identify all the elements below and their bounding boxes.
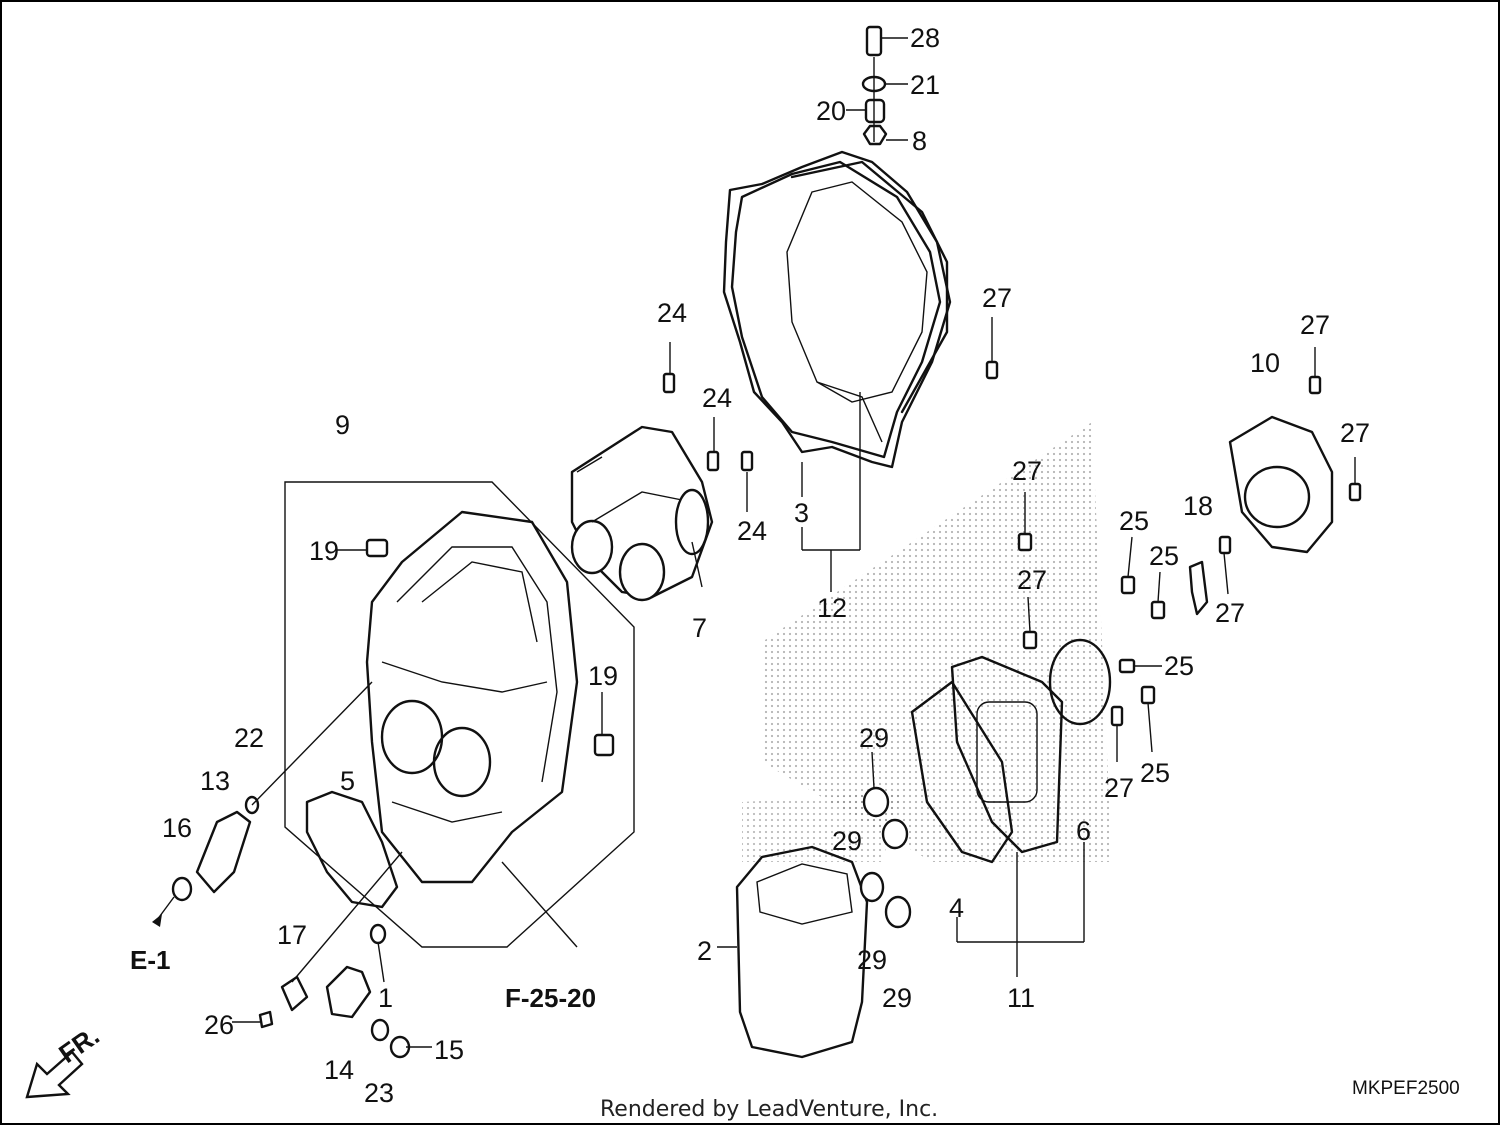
callout-25-a: 25	[1119, 506, 1149, 536]
arrow-e1	[152, 914, 162, 927]
callout-19-a: 19	[309, 536, 339, 566]
callout-4: 4	[949, 893, 964, 923]
air-cleaner-case	[337, 510, 615, 884]
callout-29-c: 29	[857, 945, 887, 975]
callout-24-a: 24	[657, 298, 687, 328]
callout-25-c: 25	[1164, 651, 1194, 681]
callout-17: 17	[277, 920, 307, 950]
top-bolt-stack	[846, 25, 908, 146]
plugs-29	[859, 751, 912, 929]
air-filter-element	[717, 845, 869, 1059]
callout-2: 2	[697, 936, 712, 966]
callout-15: 15	[434, 1035, 464, 1065]
callout-26: 26	[204, 1010, 234, 1040]
callout-29-a: 29	[859, 723, 889, 753]
callout-23: 23	[364, 1078, 394, 1108]
callout-1: 1	[378, 983, 393, 1013]
callout-20: 20	[816, 96, 846, 126]
credit-text: Rendered by LeadVenture, Inc.	[600, 1097, 938, 1122]
callout-7: 7	[692, 613, 707, 643]
callout-25-d: 25	[1140, 758, 1170, 788]
callout-27-b: 27	[1012, 456, 1042, 486]
air-cleaner-lid-assembly	[910, 638, 1112, 977]
leader-f2520	[501, 861, 578, 948]
callout-19-b: 19	[588, 661, 618, 691]
callout-27-d: 27	[1104, 773, 1134, 803]
bolts-25-27	[985, 317, 1232, 762]
callout-9: 9	[335, 410, 350, 440]
air-cleaner-cover	[722, 150, 952, 469]
callout-18: 18	[1183, 491, 1213, 521]
callout-29-d: 29	[882, 983, 912, 1013]
drain-tubes	[156, 681, 432, 1059]
group-12-leaders	[801, 392, 861, 592]
callout-27-e: 27	[1215, 598, 1245, 628]
callout-5: 5	[340, 766, 355, 796]
callout-8: 8	[912, 126, 927, 156]
callout-11: 11	[1007, 983, 1035, 1013]
callout-24-c: 24	[737, 516, 767, 546]
callout-10: 10	[1250, 348, 1280, 378]
callout-13: 13	[200, 766, 230, 796]
reference-f2520: F-25-20	[505, 983, 596, 1013]
callout-27-f: 27	[1300, 310, 1330, 340]
reference-e1: E-1	[130, 945, 170, 975]
front-arrow	[25, 1050, 84, 1099]
callout-12: 12	[817, 593, 847, 623]
callout-27-g: 27	[1340, 418, 1370, 448]
intake-tube-assembly	[570, 342, 754, 602]
stipple-area-lower	[742, 792, 902, 862]
drawing-code: MKPEF2500	[1352, 1078, 1460, 1099]
callout-21: 21	[910, 70, 940, 100]
callout-3: 3	[794, 498, 809, 528]
callout-16: 16	[162, 813, 192, 843]
group-9-outline	[284, 481, 635, 948]
callout-27-c: 27	[1017, 565, 1047, 595]
callout-29-b: 29	[832, 826, 862, 856]
callout-27-a: 27	[982, 283, 1012, 313]
callout-6: 6	[1076, 816, 1091, 846]
callout-22: 22	[234, 723, 264, 753]
gasket-5	[305, 790, 399, 909]
callout-24-b: 24	[702, 383, 732, 413]
callout-25-b: 25	[1149, 541, 1179, 571]
cover-10	[1188, 347, 1362, 616]
callout-28: 28	[910, 23, 940, 53]
callout-14: 14	[324, 1055, 354, 1085]
